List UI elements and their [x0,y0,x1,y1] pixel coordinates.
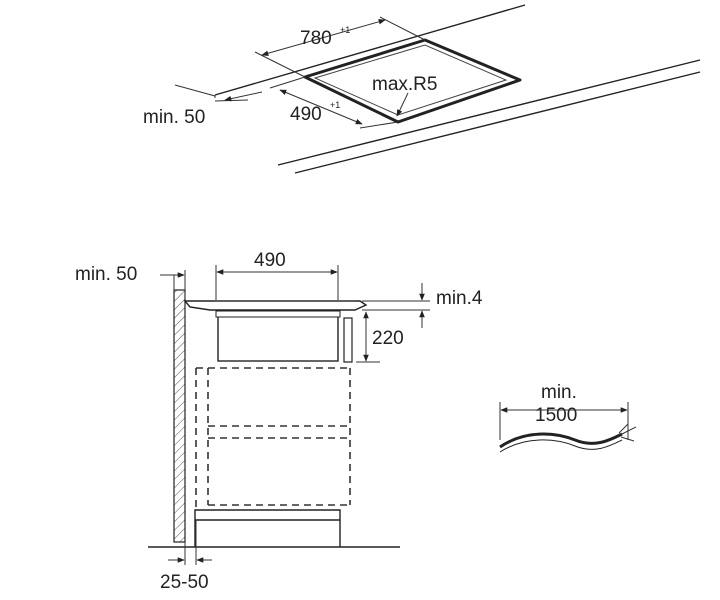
edge-label: min. 50 [143,107,205,128]
front-panel [343,317,353,363]
cable-label-line1: min. [541,382,577,403]
worktop-front-edge-2 [294,71,701,174]
cable-label-line2: 1500 [535,405,577,426]
edge-dimension-line [224,91,263,102]
appliance-top-plate [215,310,341,318]
width-label: 780 [300,28,332,49]
cable-detail: min. 1500 [499,382,637,453]
cable [499,432,623,449]
cable-wire-2 [620,436,635,442]
radius-leader [396,92,409,117]
side-view: min. 50 490 min.4 220 25-50 [75,250,483,593]
wall [173,289,186,543]
worktop-front-edge [277,59,701,166]
wall-distance-label: 25-50 [160,572,209,593]
radius-label: max.R5 [372,74,437,95]
width-dimension-line [261,19,386,56]
appliance-body [217,310,339,362]
width-tolerance: +1 [340,25,350,35]
depth-dimension-line [279,89,363,125]
cutout-depth-label: 490 [254,250,286,271]
top-view: 780 +1 490 +1 max.R5 min. 50 [143,4,701,174]
cable-wire-1 [619,426,637,436]
wall-gap-label: min. 50 [75,264,137,285]
clearance-label: min.4 [436,288,483,309]
depth-label: 490 [290,104,322,125]
height-label: 220 [372,328,404,349]
cable-wire-3 [618,423,629,434]
plinth [194,509,341,521]
cutout-inner [313,44,508,116]
depth-tolerance: +1 [330,100,340,110]
worktop-section [183,300,368,311]
